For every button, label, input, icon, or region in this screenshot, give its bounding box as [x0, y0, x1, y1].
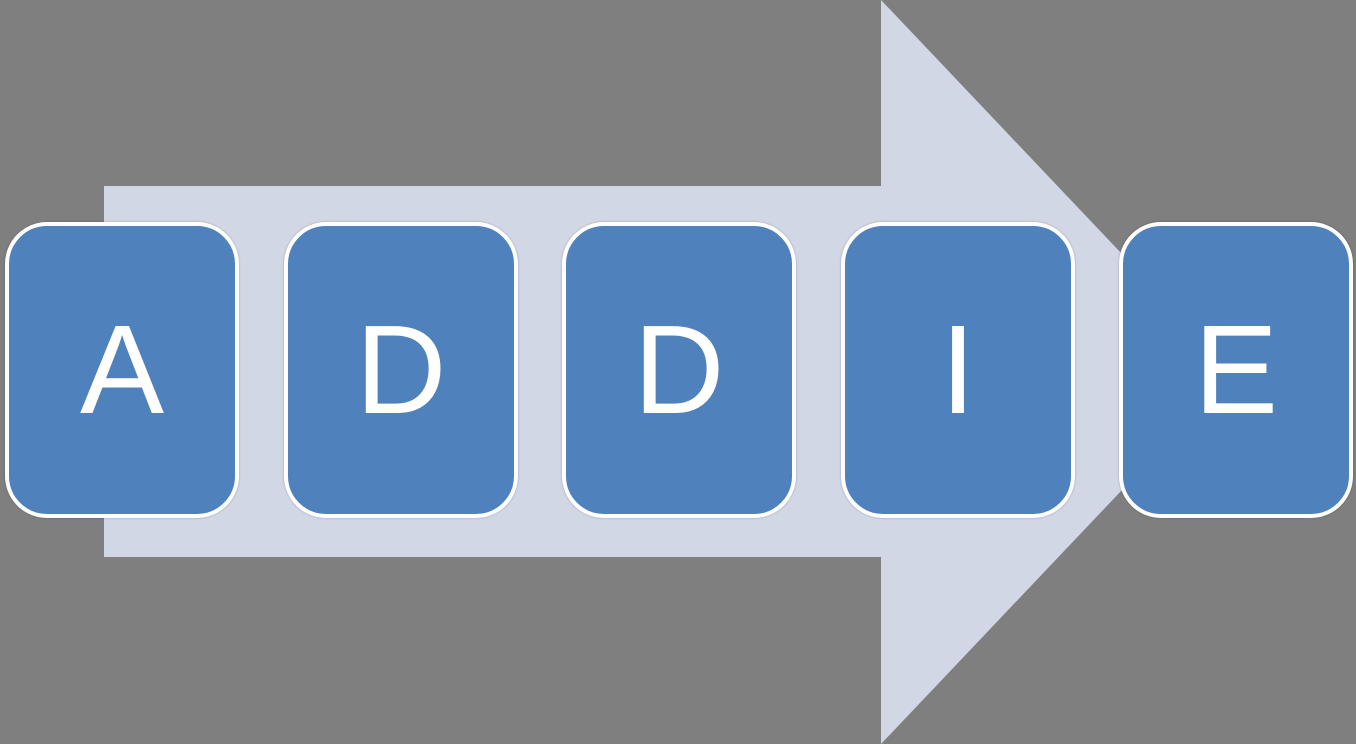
step-letter: I — [940, 299, 976, 440]
step-letter: D — [633, 299, 725, 440]
step-letter: E — [1193, 299, 1279, 440]
step-box-3: D — [562, 222, 796, 518]
step-letter: A — [79, 299, 165, 440]
step-letter: D — [355, 299, 447, 440]
step-box-2: D — [284, 222, 518, 518]
step-box-4: I — [841, 222, 1075, 518]
step-box-5: E — [1119, 222, 1353, 518]
step-box-1: A — [5, 222, 239, 518]
